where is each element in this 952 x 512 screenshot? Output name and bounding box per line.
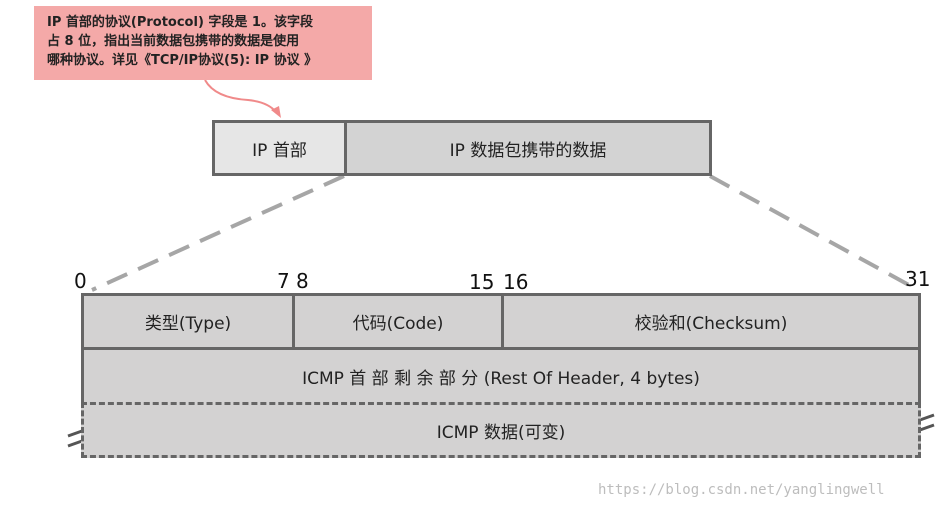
icmp-data-field: ICMP 数据(可变)	[81, 402, 921, 458]
bit-label-16: 16	[503, 270, 529, 294]
icmp-type-field: 类型(Type)	[81, 293, 295, 350]
callout-arrow	[204, 79, 277, 113]
watermark-url: https://blog.csdn.net/yanglingwell	[598, 482, 885, 498]
ip-header-cell: IP 首部	[212, 120, 347, 176]
bit-label-0: 0	[74, 269, 87, 293]
icmp-rest-of-header-field: ICMP 首 部 剩 余 部 分 (Rest Of Header, 4 byte…	[81, 347, 921, 405]
callout-line-2: 占 8 位，指出当前数据包携带的数据是使用	[47, 34, 300, 49]
bit-label-7: 7	[277, 269, 290, 293]
expand-line-right	[709, 174, 919, 292]
icmp-code-field: 代码(Code)	[292, 293, 504, 350]
callout-line-1: IP 首部的协议(Protocol) 字段是 1。该字段	[47, 15, 313, 30]
callout-line-3: 哪种协议。详见《TCP/IP协议(5): IP 协议 》	[47, 53, 318, 68]
bit-label-31: 31	[905, 267, 931, 291]
callout-arrow-head	[271, 106, 281, 118]
expand-line-left	[91, 174, 345, 292]
protocol-field-callout: IP 首部的协议(Protocol) 字段是 1。该字段 占 8 位，指出当前数…	[34, 6, 372, 80]
ip-payload-cell: IP 数据包携带的数据	[344, 120, 712, 176]
icmp-checksum-field: 校验和(Checksum)	[501, 293, 921, 350]
bit-label-15: 15	[469, 270, 495, 294]
bit-label-8: 8	[296, 269, 309, 293]
